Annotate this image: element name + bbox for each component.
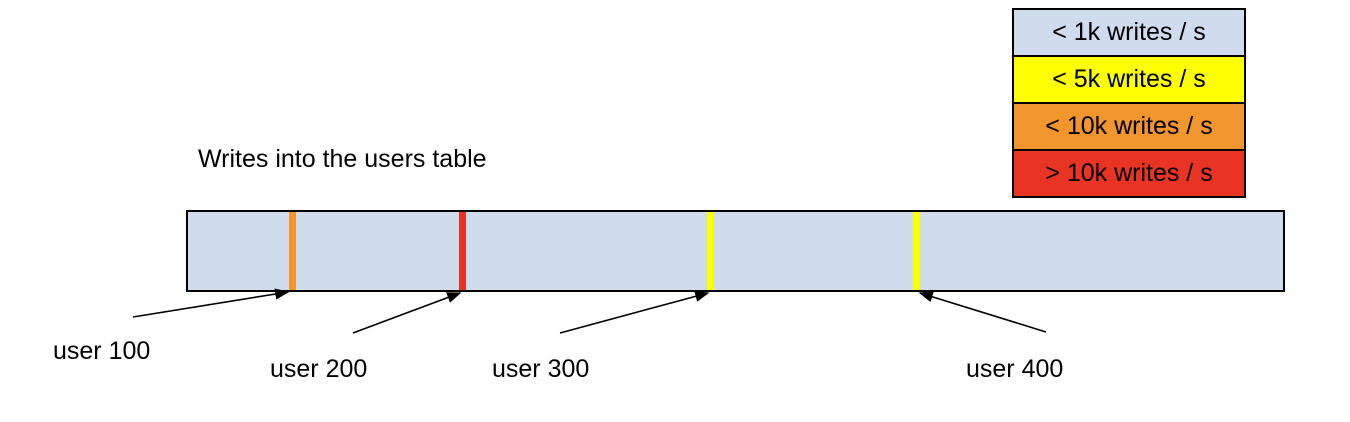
legend-item-label: < 5k writes / s <box>1052 65 1206 93</box>
user-label-300: user 300 <box>492 355 590 383</box>
diagram-title: Writes into the users table <box>198 145 487 173</box>
legend-item-lt-1k: < 1k writes / s <box>1014 10 1244 55</box>
users-table-bar <box>186 210 1285 292</box>
hotspot-marker-user-200 <box>459 212 467 290</box>
arrow-user-200 <box>352 292 462 334</box>
legend-item-lt-5k: < 5k writes / s <box>1014 55 1244 102</box>
legend-item-label: < 10k writes / s <box>1045 112 1213 140</box>
legend-item-lt-10k: < 10k writes / s <box>1014 102 1244 149</box>
legend-item-label: < 1k writes / s <box>1052 18 1206 46</box>
user-label-200: user 200 <box>270 355 368 383</box>
user-label-400: user 400 <box>966 355 1064 383</box>
user-label-100: user 100 <box>53 337 151 365</box>
arrow-user-300 <box>559 290 710 334</box>
arrow-user-100 <box>132 288 290 318</box>
legend-item-gt-10k: > 10k writes / s <box>1014 149 1244 196</box>
hotspot-marker-user-400 <box>912 212 920 290</box>
hotspot-marker-user-300 <box>706 212 714 290</box>
arrow-user-400 <box>918 291 1047 333</box>
legend-item-label: > 10k writes / s <box>1045 159 1213 187</box>
hotspot-marker-user-100 <box>288 212 296 290</box>
legend: < 1k writes / s < 5k writes / s < 10k wr… <box>1012 8 1246 198</box>
